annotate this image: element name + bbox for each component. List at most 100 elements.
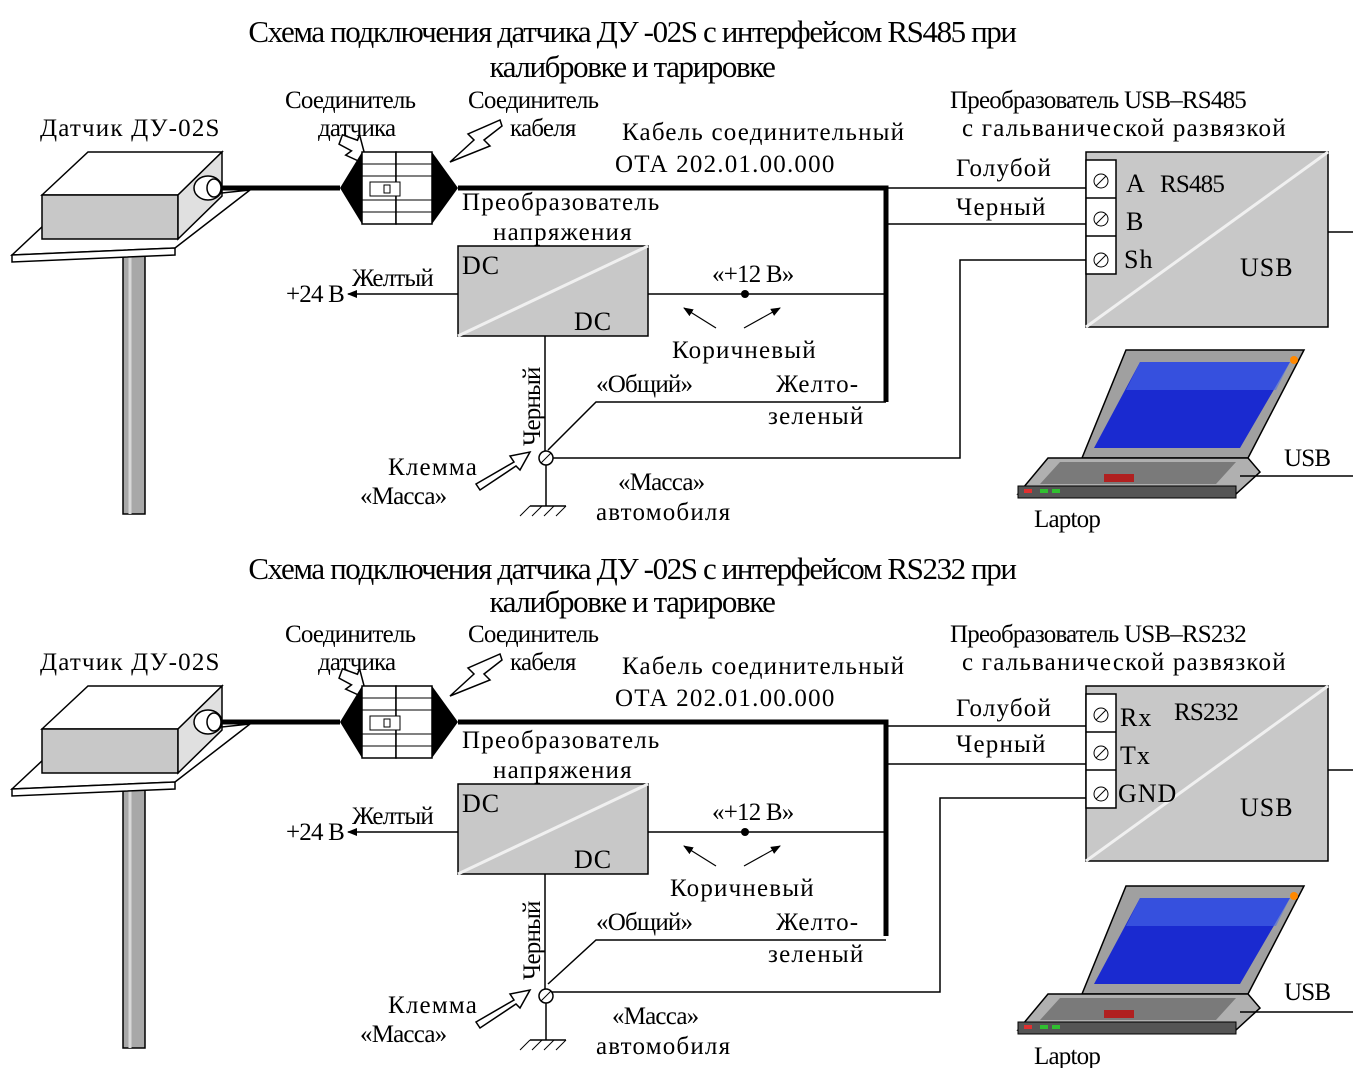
hollow-arrow-icon [474, 450, 532, 492]
sensor-label: Датчик ДУ-02S [40, 649, 221, 676]
psu-label-l1: Преобразователь [462, 189, 661, 216]
voltage-24-label: +24 В [286, 281, 344, 308]
interface-label: RS485 [1160, 171, 1224, 198]
usb-box-label: USB [1240, 253, 1294, 282]
hollow-arrow-icon [449, 118, 503, 163]
voltage-24-label: +24 В [286, 819, 344, 846]
wire-yellow-label: Желтый [352, 803, 433, 830]
arrow-icon [743, 845, 781, 867]
diagram-rs232: Схема подключения датчика ДУ -02S с инте… [10, 551, 1353, 1068]
sensor-icon [10, 684, 253, 1049]
usb-cable [1240, 231, 1353, 477]
voltage-12-label: «+12 В» [712, 799, 794, 826]
usb-converter-box [1085, 150, 1329, 329]
dc-dc-converter-box [457, 244, 649, 338]
wire-black-vertical-label: Черный [519, 367, 546, 446]
common-label: «Общий» [596, 909, 692, 936]
usb-converter-box [1085, 684, 1329, 863]
pin3-label: Sh [1124, 245, 1153, 274]
diagram-title-line2: калибровке и тарировке [490, 584, 776, 619]
sensor-connector-label-l1: Соединитель [285, 621, 416, 648]
laptop-label: Laptop [1034, 1043, 1100, 1068]
voltage-12-label: «+12 В» [712, 261, 794, 288]
wire-blue-label: Голубой [956, 695, 1052, 722]
sensor-label: Датчик ДУ-02S [40, 115, 221, 142]
diagram-title-line1: Схема подключения датчика ДУ -02S с инте… [248, 14, 1016, 49]
arrow-icon [683, 307, 717, 329]
wire-yellow-green [547, 939, 886, 985]
wire-yellow-label: Желтый [352, 265, 433, 292]
cable-connector-label-l2: кабеля [510, 649, 577, 676]
cable-label-l2: ОТА 202.01.00.000 [615, 685, 836, 712]
wire-blue-label: Голубой [956, 155, 1052, 182]
dc-in-label: DC [462, 789, 500, 818]
cable-connector-label-l2: кабеля [510, 115, 577, 142]
cable-connector-label-l1: Соединитель [468, 87, 599, 114]
terminal-label-l1: Клемма [388, 454, 478, 481]
junction-dot [741, 828, 749, 836]
ground-label-l1: «Масса» [618, 469, 705, 496]
sensor-connector-label-l2: датчика [318, 649, 396, 676]
sensor-connector-label-l1: Соединитель [285, 87, 416, 114]
wire-ground [550, 797, 1086, 993]
hollow-arrow-icon [449, 652, 503, 697]
converter-label-l2: с гальванической развязкой [962, 649, 1287, 676]
common-label: «Общий» [596, 371, 692, 398]
wire-shield [550, 259, 1086, 459]
wire-brown-label: Коричневый [670, 875, 815, 902]
pin2-label: B [1126, 207, 1144, 236]
diagram-title-line1: Схема подключения датчика ДУ -02S с инте… [248, 551, 1016, 586]
cable-connector-label-l1: Соединитель [468, 621, 599, 648]
interface-label: RS232 [1174, 699, 1238, 726]
wire-yg-label-l2: зеленый [768, 403, 865, 430]
converter-label-l1: Преобразователь USB–RS485 [950, 87, 1246, 114]
connector-icon [340, 151, 458, 225]
cable-label-l1: Кабель соединительный [622, 119, 905, 146]
usb-box-label: USB [1240, 793, 1294, 822]
terminal-label-l2: «Масса» [360, 1021, 447, 1048]
usb-cable-label: USB [1284, 445, 1330, 472]
wire-black-label: Черный [956, 731, 1047, 758]
pin3-label: GND [1118, 779, 1177, 808]
ground-symbol-icon [519, 1003, 567, 1051]
ground-label-l2: автомобиля [596, 499, 731, 526]
terminal-label-l2: «Масса» [360, 483, 447, 510]
wire-yg-label-l2: зеленый [768, 941, 865, 968]
pin1-label: A [1126, 169, 1146, 198]
terminal-label-l1: Клемма [388, 992, 478, 1019]
wire-black-label: Черный [956, 194, 1047, 221]
laptop-label: Laptop [1034, 506, 1100, 533]
junction-dot [741, 290, 749, 298]
diagram-title-line2: калибровке и тарировке [490, 49, 776, 84]
wire-yg-label-l1: Желто- [776, 909, 859, 936]
arrow-icon [743, 307, 781, 329]
cable-label-l2: ОТА 202.01.00.000 [615, 151, 836, 178]
laptop-icon [1016, 885, 1306, 1035]
ground-symbol-icon [519, 465, 567, 517]
psu-label-l1: Преобразователь [462, 727, 661, 754]
wire-yellow-green [547, 401, 886, 451]
wire-brown-label: Коричневый [672, 337, 817, 364]
dc-in-label: DC [462, 251, 500, 280]
converter-label-l2: с гальванической развязкой [962, 115, 1287, 142]
usb-cable [1240, 769, 1353, 1013]
connector-icon [340, 685, 458, 759]
sensor-connector-label-l2: датчика [318, 115, 396, 142]
psu-label-l2: напряжения [493, 219, 633, 246]
dc-out-label: DC [574, 307, 612, 336]
ground-label-l1: «Масса» [612, 1003, 699, 1030]
diagram-rs485: Схема подключения датчика ДУ -02S с инте… [10, 14, 1353, 533]
arrow-icon [683, 845, 717, 867]
psu-label-l2: напряжения [493, 757, 633, 784]
pin2-label: Tx [1120, 741, 1151, 770]
usb-cable-label: USB [1284, 979, 1330, 1006]
pin1-label: Rx [1120, 703, 1152, 732]
main-cable [458, 719, 889, 936]
dc-out-label: DC [574, 845, 612, 874]
sensor-icon [10, 150, 253, 515]
hollow-arrow-icon [474, 988, 532, 1030]
laptop-icon [1016, 349, 1306, 499]
converter-label-l1: Преобразователь USB–RS232 [950, 621, 1246, 648]
dc-dc-converter-box [457, 782, 649, 876]
